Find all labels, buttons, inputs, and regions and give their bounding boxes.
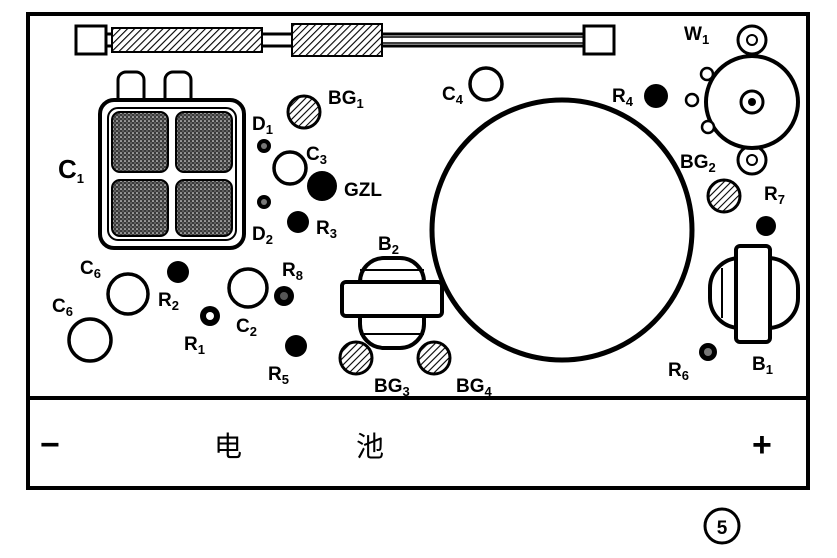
speaker-opening [429,97,695,363]
transistor-bg4 [416,340,452,376]
capacitor-c6-upper [106,272,150,316]
label-r7: R7 [764,184,785,207]
capacitor-c6-lower [67,317,113,363]
transistor-bg1 [286,94,322,130]
resistor-r2 [167,261,189,283]
transistor-bg2 [706,178,742,214]
resistor-r5 [285,335,307,357]
label-c2: C2 [236,316,257,339]
label-gzl: GZL [344,180,382,201]
resistor-r6-ring [704,348,712,356]
resistor-r8-ring [280,292,288,300]
figure-number-badge: 5 [703,507,741,545]
label-c3: C3 [306,144,327,167]
battery-plus-terminal: + [752,426,772,464]
tuning-capacitor-c1 [98,70,246,250]
label-r6: R6 [668,360,689,383]
label-c1: C1 [58,154,84,186]
label-r5: R5 [268,364,289,387]
battery-minus-terminal: − [40,426,60,464]
resistor-r1-ring [206,312,214,320]
battery-label-char-2: 池 [356,430,384,463]
resistor-r7 [756,216,776,236]
label-w1: W1 [684,24,709,47]
figure-number: 5 [717,518,728,539]
label-d1: D1 [252,114,273,137]
label-r1: R1 [184,334,205,357]
capacitor-c4 [468,66,504,102]
label-bg1: BG1 [328,88,364,111]
diode-d1-ring [261,143,267,149]
label-c4: C4 [442,84,464,107]
capacitor-c2 [227,267,269,309]
transformer-b2 [340,256,444,350]
capacitor-c3 [272,150,308,186]
label-bg4: BG4 [456,376,493,399]
label-r8: R8 [282,260,303,283]
label-b2: B2 [378,234,399,257]
label-r4: R4 [612,86,634,109]
resistor-r4 [644,84,668,108]
diode-d2-ring [261,199,267,205]
transistor-bg3 [338,340,374,376]
resistor-r3 [287,211,309,233]
ferrite-rod-antenna [74,23,616,57]
label-bg2: BG2 [680,152,716,175]
detector-gzl [307,171,337,201]
potentiometer-w1 [684,24,800,176]
label-c6-upper: C6 [80,258,101,281]
label-b1: B1 [752,354,773,377]
battery-label-char-1: 电 [214,430,242,463]
label-r2: R2 [158,290,179,313]
label-bg3: BG3 [374,376,410,399]
label-d2: D2 [252,224,273,247]
transformer-b1 [708,244,800,344]
label-c6-lower: C6 [52,296,73,319]
label-r3: R3 [316,218,337,241]
